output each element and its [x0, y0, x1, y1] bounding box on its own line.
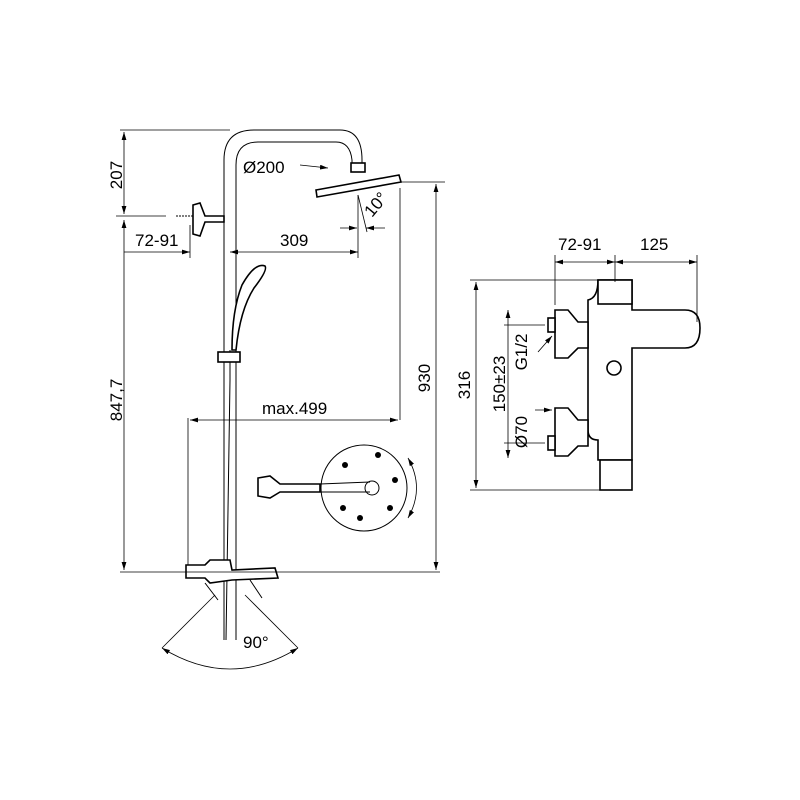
lower-inlet [554, 407, 589, 457]
temperature-knob [597, 279, 633, 305]
shower-column-drawing: 207 847,7 72-91 309 10° Ø200 930 max.499… [107, 129, 445, 670]
upper-inlet [554, 309, 589, 359]
head-connector [350, 162, 366, 173]
riser-pipe-inner [235, 141, 353, 640]
dim-spout-reach: max.499 [262, 399, 327, 418]
flow-knob [599, 459, 633, 491]
dim-inlet-spacing: 150±23 [490, 356, 509, 413]
dim-swivel-angle: 90° [243, 633, 269, 652]
bath-mixer [185, 559, 280, 584]
dim-bracket-height: 847,7 [107, 379, 126, 422]
upper-connector [547, 317, 556, 333]
dim-arm-reach: 309 [280, 231, 308, 250]
control-button [606, 360, 622, 376]
dim-thread: G1/2 [512, 334, 531, 371]
dim-mixer-depth: 125 [640, 235, 668, 254]
mixer-body [587, 279, 701, 461]
mixer-plan-view [257, 475, 321, 499]
rotation-arrow [407, 457, 417, 519]
dim-total-height: 930 [415, 364, 434, 392]
hand-shower [231, 264, 267, 351]
dim-arm-height: 207 [107, 161, 126, 189]
thermostat-mixer-drawing: 72-91 125 316 150±23 G1/2 Ø70 [455, 235, 701, 491]
dim-wall-offset-left: 72-91 [135, 231, 178, 250]
riser-pipe-outer [223, 129, 363, 640]
dim-head-tilt: 10° [361, 189, 392, 221]
spout-swivel [204, 579, 263, 601]
shower-hose [225, 350, 231, 641]
slider-holder [217, 351, 241, 363]
dim-escutcheon-diameter: Ø70 [512, 416, 531, 448]
wall-bracket-top [192, 202, 225, 237]
shower-head [315, 174, 403, 198]
escutcheon-screws [340, 452, 398, 521]
dim-mixer-height: 316 [455, 371, 474, 399]
dim-head-diameter: Ø200 [243, 158, 285, 177]
dim-mixer-wall-offset: 72-91 [558, 235, 601, 254]
escutcheon-circle [320, 444, 408, 532]
lower-connector [547, 435, 556, 451]
